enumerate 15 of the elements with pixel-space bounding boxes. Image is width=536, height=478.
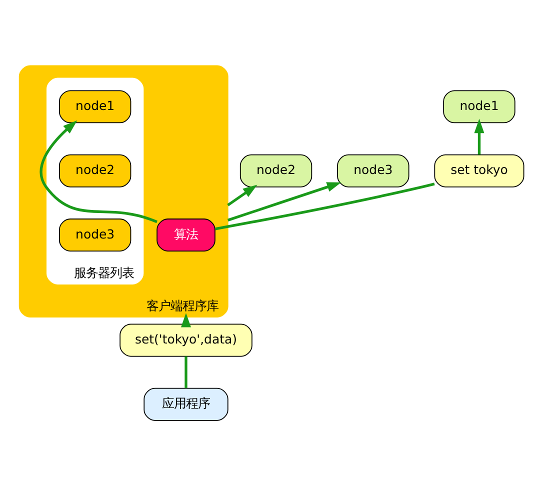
arrow bbox=[227, 182, 342, 221]
node-box: node2 bbox=[240, 154, 312, 187]
arrow bbox=[474, 118, 484, 154]
node-box: node1 bbox=[443, 90, 516, 123]
node-box: node2 bbox=[59, 154, 132, 187]
connector bbox=[184, 356, 188, 388]
node-box: node3 bbox=[337, 154, 410, 187]
node-box: 算法 bbox=[156, 218, 216, 252]
connector bbox=[214, 182, 435, 230]
arrow bbox=[181, 312, 191, 327]
node-box: 应用程序 bbox=[144, 387, 228, 420]
node-box: node1 bbox=[59, 90, 132, 123]
node-box: node3 bbox=[59, 218, 132, 252]
node-box: set tokyo bbox=[434, 154, 524, 187]
arrow bbox=[227, 184, 258, 206]
